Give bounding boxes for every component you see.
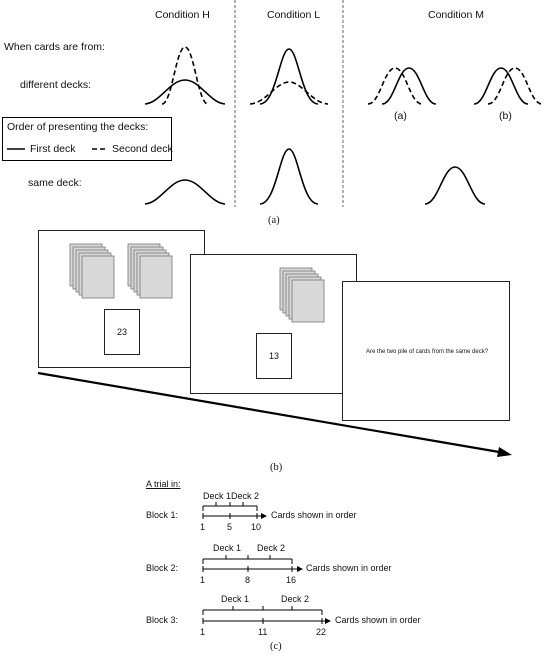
card-piles-screen-1 — [69, 243, 173, 299]
caption-b: (b) — [270, 462, 283, 473]
condition-l-title: Condition L — [267, 9, 321, 21]
block-2-deck2-label: Deck 2 — [257, 543, 286, 553]
block-1-deck1-label: Deck 1 — [203, 491, 232, 501]
curve-h-different-first — [144, 79, 226, 105]
curve-m-b-first — [473, 67, 529, 105]
block-3-tick-mid: 11 — [258, 627, 268, 637]
block-2-label: Block 2: — [146, 563, 179, 573]
caption-a: (a) — [268, 215, 280, 226]
block-2-tick-start: 1 — [200, 575, 206, 585]
block-3-axis-label: Cards shown in order — [335, 615, 421, 625]
block-3-tick-end: 22 — [316, 627, 327, 637]
caption-c: (c) — [270, 641, 282, 652]
block-3-label: Block 3: — [146, 615, 179, 625]
trial-heading: A trial in: — [146, 479, 181, 489]
card-number-1: 23 — [104, 309, 140, 355]
block-2-deck1-label: Deck 1 — [213, 543, 242, 553]
block-1-tick-start: 1 — [200, 522, 206, 532]
legend-line-samples — [7, 148, 108, 150]
legend-first-deck: First deck — [30, 143, 76, 155]
block-1-axis-label: Cards shown in order — [271, 510, 357, 520]
curve-m-same — [424, 166, 486, 205]
condition-m-title: Condition M — [428, 9, 485, 21]
block-3-deck1-label: Deck 1 — [221, 594, 250, 604]
legend-box: Order of presenting the decks: First dec… — [2, 117, 173, 161]
condition-h-title: Condition H — [155, 9, 210, 21]
curve-h-same — [144, 179, 226, 205]
sublabel-b: (b) — [499, 110, 512, 122]
curve-m-b-second — [487, 67, 543, 105]
block-2-tick-end: 16 — [286, 575, 297, 585]
block-1-deck2-label: Deck 2 — [231, 491, 260, 501]
card-pile-screen-2 — [279, 267, 325, 323]
row-label-same: same deck: — [28, 177, 82, 189]
curve-m-a-second — [367, 67, 423, 105]
legend-title: Order of presenting the decks: — [7, 121, 149, 133]
card-number-2: 13 — [256, 333, 292, 379]
block-2-tick-mid: 8 — [245, 575, 251, 585]
legend-second-deck: Second deck — [112, 143, 173, 155]
curve-l-same — [259, 148, 319, 205]
screen-3: Are the two pile of cards from the same … — [342, 281, 510, 421]
block-3-tick-start: 1 — [200, 627, 206, 637]
screen-2: 13 — [190, 254, 357, 394]
row-label-intro: When cards are from: — [4, 41, 105, 53]
block-1-tick-mid: 5 — [227, 522, 233, 532]
curve-m-a-first — [381, 67, 437, 105]
question-text: Are the two pile of cards from the same … — [365, 349, 489, 355]
block-1-label: Block 1: — [146, 510, 179, 520]
block-2-axis-label: Cards shown in order — [306, 563, 392, 573]
screen-1: 23 — [38, 230, 205, 368]
row-label-different: different decks: — [20, 79, 92, 91]
block-1-tick-end: 10 — [251, 522, 262, 532]
sublabel-a: (a) — [394, 110, 407, 122]
block-3-deck2-label: Deck 2 — [281, 594, 310, 604]
